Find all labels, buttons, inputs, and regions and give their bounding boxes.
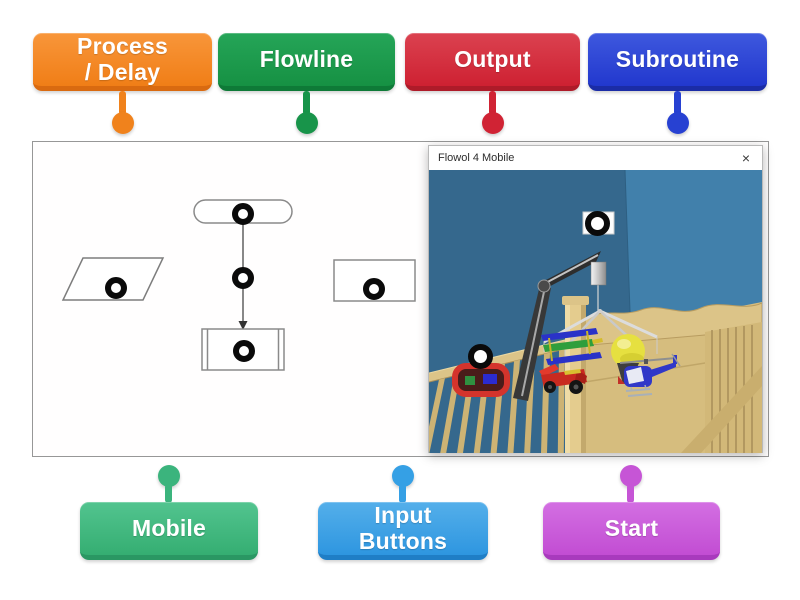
arrowhead (238, 321, 248, 330)
crane-arm (513, 285, 551, 401)
input-buttons-pin-stem (399, 484, 406, 503)
target-parallelogram[interactable] (105, 277, 127, 299)
mobile-pin-dot (158, 465, 180, 487)
toy-red-frame (452, 363, 510, 397)
label-chip-start[interactable]: Start (543, 502, 720, 560)
subroutine-shape (201, 328, 285, 371)
flowline-pin-dot (296, 112, 318, 134)
subroutine-pin-dot (667, 112, 689, 134)
flowol-window-title: Flowol 4 Mobile (438, 152, 515, 164)
process-delay-pin-dot (112, 112, 134, 134)
output-pin-dot (482, 112, 504, 134)
close-icon[interactable]: × (741, 150, 751, 166)
flowchart-svg (61, 199, 416, 371)
input-buttons-pin-dot (392, 465, 414, 487)
start-pin-stem (627, 484, 634, 503)
process-delay-pin-stem (119, 91, 126, 115)
label-chip-process-delay[interactable]: Process / Delay (33, 33, 212, 91)
label-chip-subroutine[interactable]: Subroutine (588, 33, 767, 91)
label-chip-flowline[interactable]: Flowline (218, 33, 395, 91)
subroutine-pin-stem (674, 91, 681, 115)
output-pin-stem (489, 91, 496, 115)
toy-biplane (541, 328, 603, 365)
target-subroutine-box[interactable] (233, 340, 255, 362)
mobile-pin-stem (165, 484, 172, 503)
target-terminator[interactable] (232, 203, 254, 225)
target-hanging-toy[interactable] (468, 344, 493, 369)
toy-helicopter (619, 353, 681, 397)
label-chip-input-buttons[interactable]: Input Buttons (318, 502, 488, 560)
mobile-3d-scene (429, 170, 762, 453)
crane-cylinder (590, 261, 607, 286)
target-flowline[interactable] (232, 267, 254, 289)
target-crane-top[interactable] (585, 211, 610, 236)
flowline-pin-stem (303, 91, 310, 115)
label-chip-mobile[interactable]: Mobile (80, 502, 258, 560)
flowol-window: Flowol 4 Mobile × (428, 145, 763, 453)
flowol-titlebar[interactable]: Flowol 4 Mobile × (429, 146, 762, 170)
scene-svg (429, 170, 762, 453)
start-pin-dot (620, 465, 642, 487)
label-chip-output[interactable]: Output (405, 33, 580, 91)
toy-red-car (539, 364, 587, 394)
target-rectangle[interactable] (363, 278, 385, 300)
